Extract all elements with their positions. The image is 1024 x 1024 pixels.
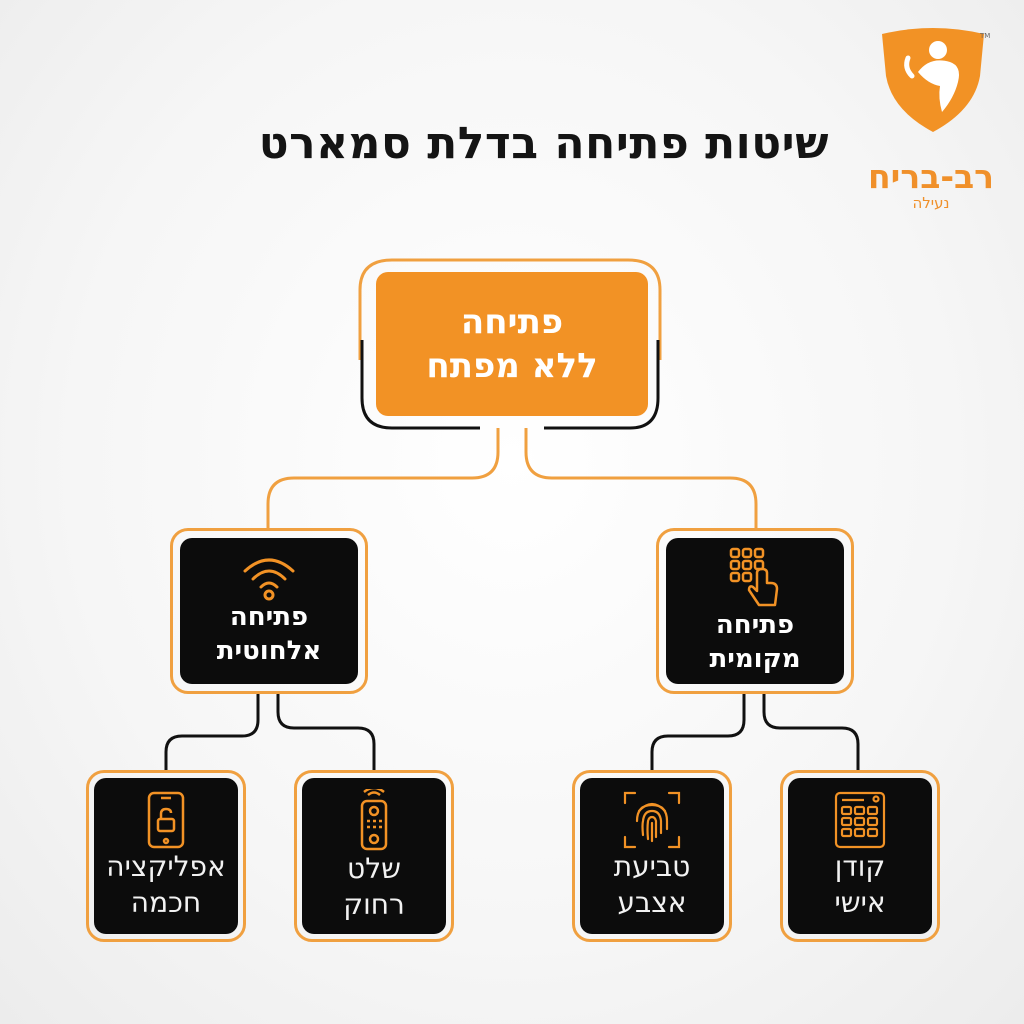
local-line2: מקומית	[709, 644, 801, 674]
app-node-outline	[86, 770, 246, 942]
remote-control-icon	[360, 789, 388, 851]
remote-node: שלט רחוק	[302, 778, 446, 934]
local-node: פתיחה מקומית	[666, 538, 844, 684]
root-line2: ללא מפתח	[426, 346, 598, 386]
connector-root-left	[266, 428, 500, 528]
trademark-mark: TM	[980, 32, 991, 40]
root-bracket-bottom	[360, 340, 660, 430]
wifi-icon	[243, 558, 295, 601]
fingerprint-node: טביעת אצבע	[580, 778, 724, 934]
code-node: קודן אישי	[788, 778, 932, 934]
fingerprint-node-outline	[572, 770, 732, 942]
connector-local-code	[762, 692, 860, 772]
brand-logo: TM רב-בריח נעילה	[866, 28, 996, 211]
local-node-outline	[656, 528, 854, 694]
root-node: פתיחה ללא מפתח	[376, 272, 648, 416]
code-line2: אישי	[834, 886, 886, 919]
keypad-icon	[834, 792, 886, 849]
code-line1: קודן	[834, 850, 886, 884]
connector-local-fingerprint	[650, 692, 746, 772]
connector-wireless-remote	[276, 692, 376, 772]
wireless-node-outline	[170, 528, 368, 694]
logo-subtitle: נעילה	[912, 194, 950, 212]
wireless-line1: פתיחה	[229, 602, 309, 633]
remote-line2: רחוק	[343, 888, 405, 921]
code-node-outline	[780, 770, 940, 942]
logo-brand-text: רב-בריח	[867, 157, 995, 196]
smartphone-lock-icon	[147, 791, 185, 849]
page-title: שיטות פתיחה בדלת סמארט	[258, 118, 829, 169]
shield-logo-icon	[882, 28, 984, 132]
smart-app-line2: חכמה	[130, 886, 202, 919]
wireless-line2: אלחוטית	[216, 636, 322, 666]
remote-line1: שלט	[347, 852, 401, 886]
fingerprint-icon	[623, 792, 681, 849]
fingerprint-line2: אצבע	[617, 886, 687, 919]
local-line1: פתיחה	[715, 610, 795, 641]
remote-node-outline	[294, 770, 454, 942]
fingerprint-line1: טביעת	[613, 850, 691, 884]
root-line1: פתיחה	[460, 301, 564, 342]
smart-app-node: אפליקציה חכמה	[94, 778, 238, 934]
keypad-touch-icon	[729, 547, 779, 607]
connector-wireless-app	[164, 692, 260, 772]
root-bracket-top	[358, 258, 662, 360]
connector-root-right	[524, 428, 758, 528]
smart-app-line1: אפליקציה	[106, 850, 226, 884]
wireless-node: פתיחה אלחוטית	[180, 538, 358, 684]
